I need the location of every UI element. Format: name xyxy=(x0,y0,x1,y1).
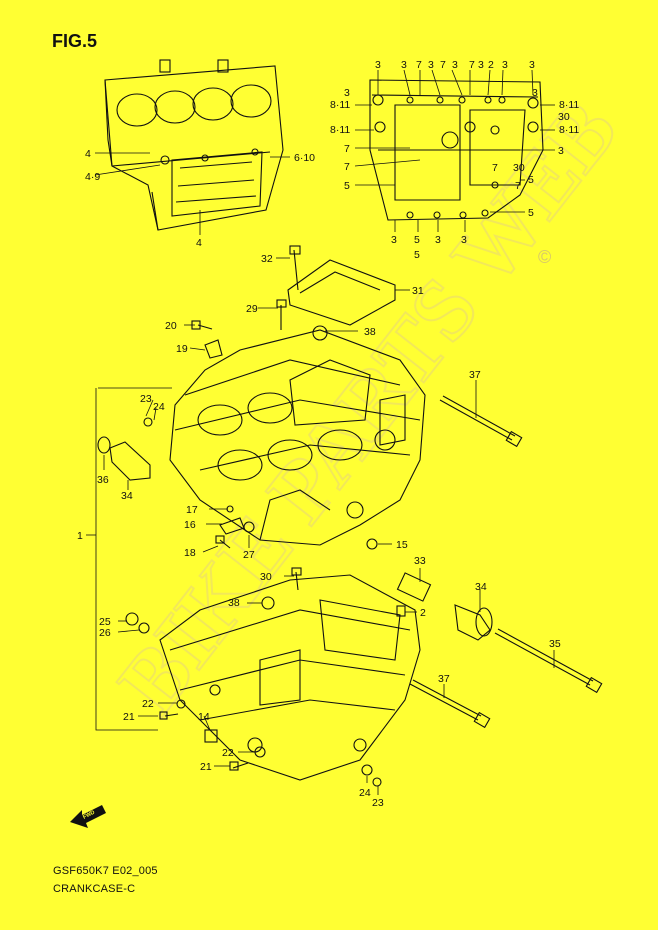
callout-7-b: 7 xyxy=(440,59,446,71)
callout-3-left: 3 xyxy=(344,87,350,99)
callout-18: 18 xyxy=(184,547,196,559)
callout-24-top: 24 xyxy=(153,401,165,413)
callout-4-bottom: 4 xyxy=(196,237,202,249)
long-bolt-37-lower xyxy=(409,679,491,729)
callout-21-b: 21 xyxy=(200,761,212,773)
callout-3-c: 3 xyxy=(428,59,434,71)
callout-labels: 4 4·9 4 6·10 3 3 7 3 7 3 7 3 2 3 3 3 8·1… xyxy=(77,59,579,809)
watermark: BIKE PARTS WEB xyxy=(99,82,637,732)
callout-2-lower: 2 xyxy=(420,607,426,619)
callout-28-a: 30 xyxy=(558,111,570,123)
callout-35: 35 xyxy=(549,638,561,650)
callout-19: 19 xyxy=(176,343,188,355)
watermark-text: BIKE PARTS WEB xyxy=(100,83,636,731)
fwd-arrow: FWD xyxy=(70,805,106,828)
callout-22-b: 22 xyxy=(222,747,234,759)
long-bolt-37-upper xyxy=(439,395,523,448)
callout-3-f: 3 xyxy=(502,59,508,71)
leader-lines xyxy=(86,69,555,795)
watermark-symbol: © xyxy=(538,247,551,267)
callout-23-top: 23 xyxy=(140,393,152,405)
callout-3-bottom-a: 3 xyxy=(391,234,397,246)
callout-21-a: 21 xyxy=(123,711,135,723)
callout-8-11-left-b: 8·11 xyxy=(330,124,350,136)
callout-5-right-b: 5 xyxy=(528,207,534,219)
callout-24-lower: 24 xyxy=(359,787,371,799)
callout-25: 25 xyxy=(99,616,111,628)
callout-28-b: 30 xyxy=(513,162,525,174)
callout-22-a: 22 xyxy=(142,698,154,710)
breather-cover xyxy=(287,259,396,326)
callout-20: 20 xyxy=(165,320,177,332)
fwd-label: FWD xyxy=(82,810,96,821)
callout-30: 30 xyxy=(260,571,272,583)
callout-27: 27 xyxy=(243,549,255,561)
callout-3-bottom-c: 3 xyxy=(461,234,467,246)
callout-34-right: 34 xyxy=(475,581,487,593)
callout-29: 29 xyxy=(246,303,258,315)
callout-7-a: 7 xyxy=(416,59,422,71)
callout-5-bottom: 5 xyxy=(414,234,420,246)
callout-4-9: 4·9 xyxy=(85,171,100,183)
callout-38-top: 38 xyxy=(364,326,376,338)
callout-2-top: 2 xyxy=(488,59,494,71)
callout-15: 15 xyxy=(396,539,408,551)
callout-3-a: 3 xyxy=(375,59,381,71)
callout-32: 32 xyxy=(261,253,273,265)
callout-5-right-a: 5 xyxy=(528,174,534,186)
callout-31: 31 xyxy=(412,285,424,297)
callout-14: 14 xyxy=(198,711,210,723)
callout-8-11-right-b: 8·11 xyxy=(559,124,579,136)
callout-5-bottom-b: 5 xyxy=(414,249,420,261)
callout-8-11-right-a: 8·11 xyxy=(559,99,579,111)
lower-case-bottom-view xyxy=(369,79,544,221)
callout-5-left: 5 xyxy=(344,180,350,192)
callout-7-c: 7 xyxy=(469,59,475,71)
callout-38-lower: 38 xyxy=(228,597,240,609)
long-bolt-35 xyxy=(494,628,603,694)
callout-16: 16 xyxy=(184,519,196,531)
callout-37-top: 37 xyxy=(469,369,481,381)
callout-1: 1 xyxy=(77,530,83,542)
callout-8-11-left-a: 8·11 xyxy=(330,99,350,111)
callout-3-b: 3 xyxy=(401,59,407,71)
callout-17: 17 xyxy=(186,504,198,516)
callout-7-left-a: 7 xyxy=(344,143,350,155)
callout-3-d: 3 xyxy=(452,59,458,71)
footer-code: GSF650K7 E02_005 xyxy=(53,865,158,877)
callout-3-bottom-b: 3 xyxy=(435,234,441,246)
callout-3-right: 3 xyxy=(532,87,538,99)
lower-crankcase xyxy=(159,574,421,781)
callout-4-top: 4 xyxy=(85,148,91,160)
callout-3-g: 3 xyxy=(529,59,535,71)
callout-7-right: 7 xyxy=(515,180,521,192)
figure-title: FIG.5 xyxy=(52,31,98,51)
callout-6-10: 6·10 xyxy=(294,152,315,164)
callout-7-left-b: 7 xyxy=(344,161,350,173)
footer-name: CRANKCASE-C xyxy=(53,883,136,895)
callout-3-e: 3 xyxy=(478,59,484,71)
oil-filter-parts xyxy=(97,436,493,641)
small-fasteners xyxy=(125,245,406,787)
upper-crankcase xyxy=(169,329,426,546)
callout-37-lower: 37 xyxy=(438,673,450,685)
callout-23-lower: 23 xyxy=(372,797,384,809)
callout-7-mid: 7 xyxy=(492,162,498,174)
upper-case-top-view xyxy=(104,59,284,231)
callout-36: 36 xyxy=(97,474,109,486)
callout-34-left: 34 xyxy=(121,490,133,502)
callout-33: 33 xyxy=(414,555,426,567)
callout-26: 26 xyxy=(99,627,111,639)
callout-3-right-b: 3 xyxy=(558,145,564,157)
